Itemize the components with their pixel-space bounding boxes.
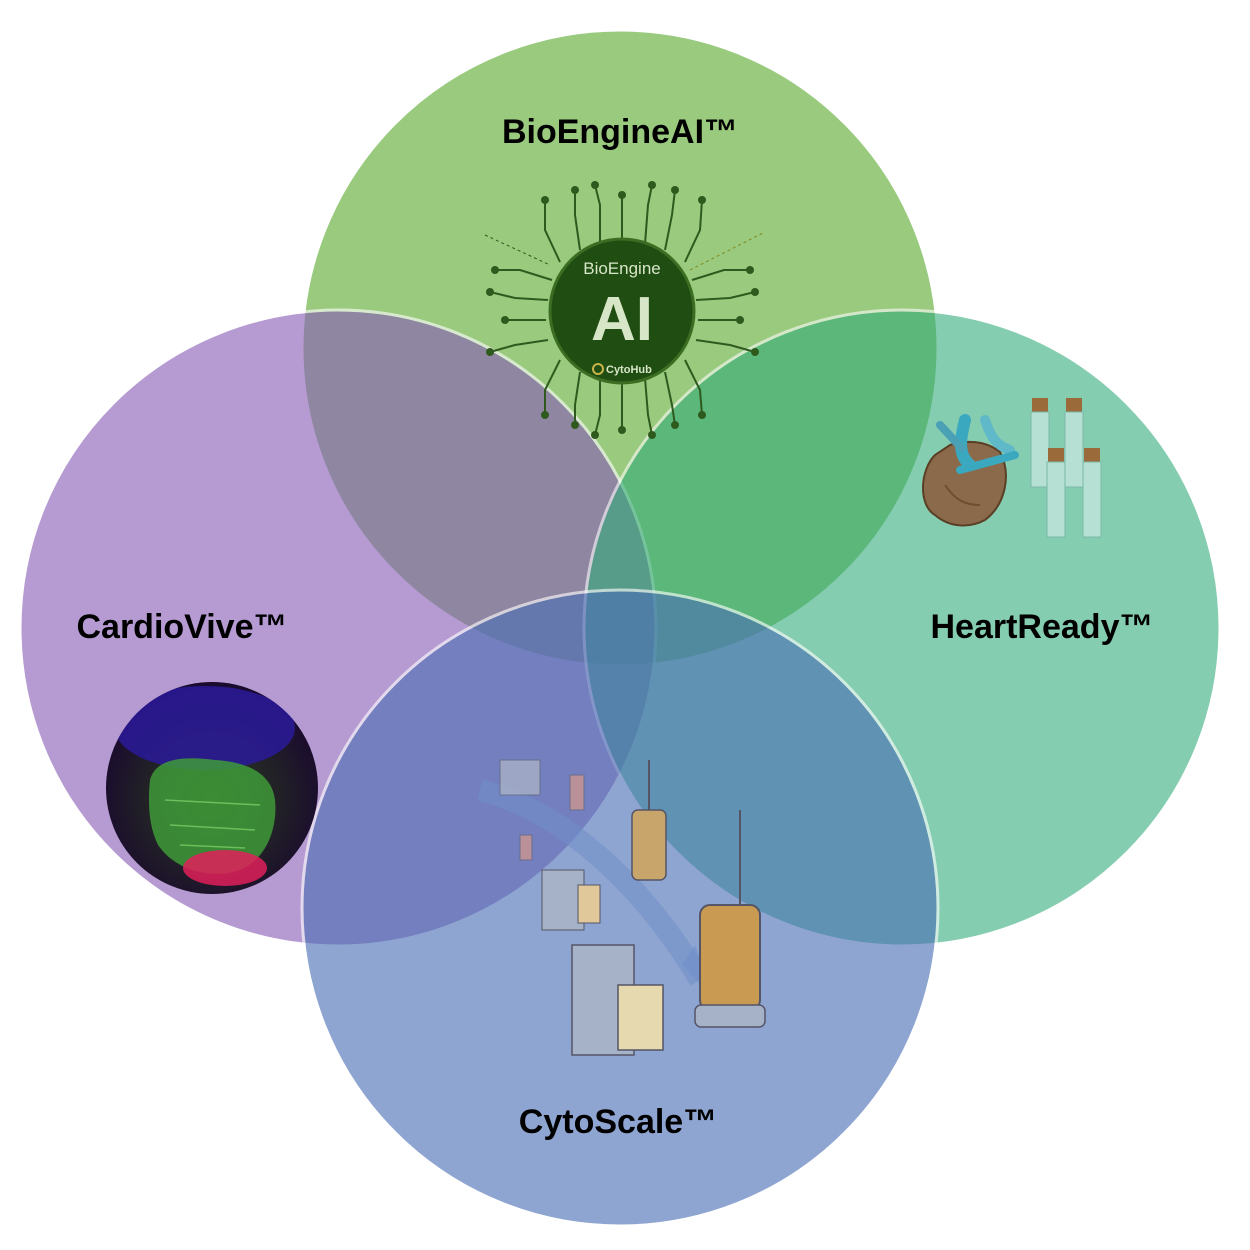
- ai-chip-icon: BioEngine AI CytoHub: [484, 181, 766, 439]
- label-cardiovive: CardioVive™: [76, 608, 287, 646]
- label-bioengineai: BioEngineAI™: [502, 113, 738, 151]
- circle-cytoscale: [300, 588, 940, 1228]
- cryo-vials-icon: [1030, 398, 1102, 538]
- chip-line2: AI: [591, 285, 653, 354]
- anatomical-heart-icon: [922, 414, 1019, 527]
- cardiac-tissue-stain-icon: [106, 682, 318, 894]
- label-heartready: HeartReady™: [931, 608, 1154, 646]
- label-cytoscale: CytoScale™: [519, 1103, 717, 1141]
- chip-brand: CytoHub: [606, 364, 652, 376]
- chip-line1: BioEngine: [583, 259, 661, 278]
- bioreactor-scaleup-icon: [477, 759, 766, 1056]
